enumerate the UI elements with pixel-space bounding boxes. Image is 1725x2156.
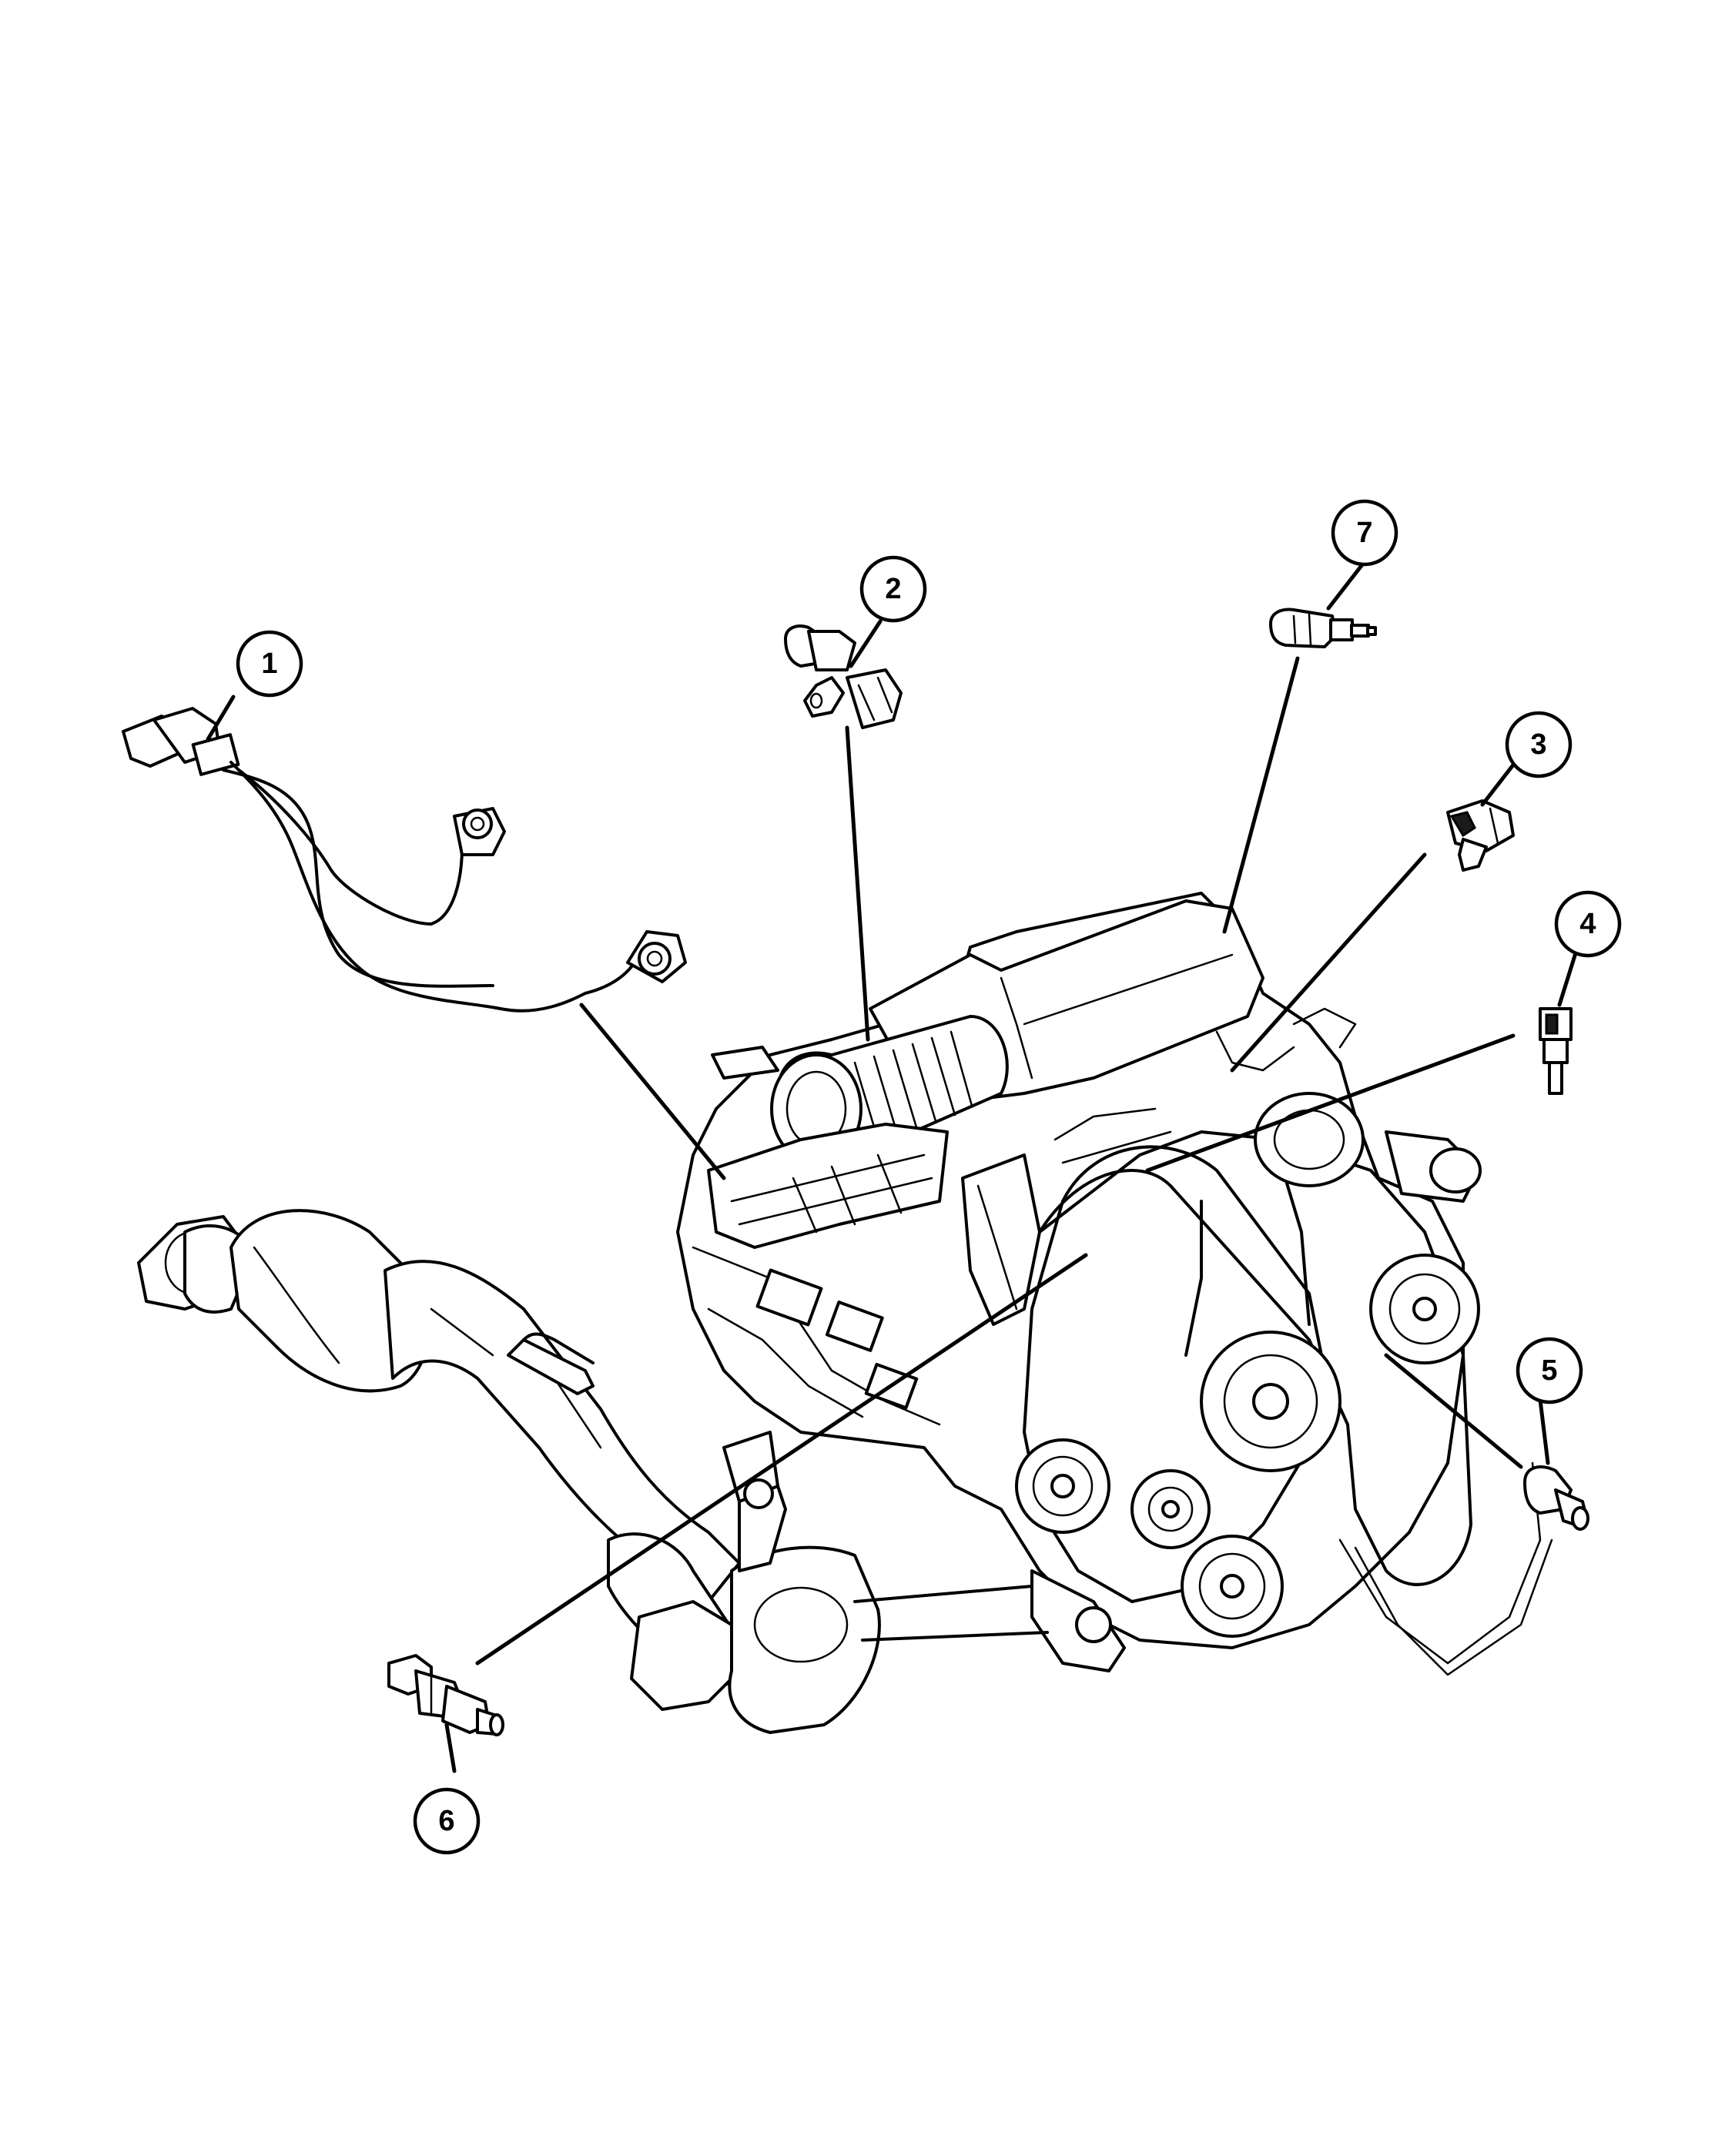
leader-3-engine bbox=[1230, 852, 1427, 1073]
callout-4-label: 4 bbox=[1579, 908, 1596, 940]
callout-4: 4 bbox=[1554, 890, 1622, 958]
callout-5-label: 5 bbox=[1541, 1354, 1557, 1387]
part-4-sensor bbox=[1539, 1007, 1573, 1095]
callout-1: 1 bbox=[236, 630, 303, 698]
part-6-sensor bbox=[387, 1654, 504, 1736]
leader-1 bbox=[206, 695, 236, 742]
callout-2: 2 bbox=[859, 555, 927, 623]
callout-6-label: 6 bbox=[438, 1805, 454, 1837]
pulley-right bbox=[1369, 1254, 1480, 1364]
pulley-bottom bbox=[1181, 1535, 1284, 1638]
part-1-knock-sensor-harness bbox=[122, 707, 687, 1013]
part-5-sensor bbox=[1523, 1465, 1589, 1531]
callout-1-label: 1 bbox=[261, 648, 277, 680]
callout-7: 7 bbox=[1331, 499, 1398, 567]
callout-6: 6 bbox=[413, 1787, 481, 1855]
leader-4-engine bbox=[1145, 1033, 1516, 1173]
leader-2-engine bbox=[845, 725, 870, 1042]
callout-7-label: 7 bbox=[1356, 517, 1372, 549]
callout-2-label: 2 bbox=[885, 573, 901, 605]
pulley-lower-mid bbox=[1130, 1469, 1211, 1549]
pulley-large bbox=[1200, 1331, 1341, 1472]
callout-3-label: 3 bbox=[1530, 728, 1546, 761]
leader-6-engine bbox=[475, 1253, 1088, 1666]
part-7-sensor bbox=[1269, 608, 1377, 648]
leader-7-engine bbox=[1222, 656, 1300, 934]
leader-lines bbox=[206, 561, 1581, 1773]
leader-1-engine bbox=[579, 1003, 726, 1180]
exhaust-system bbox=[137, 1209, 1049, 1734]
leader-6 bbox=[444, 1722, 457, 1773]
leader-5 bbox=[1538, 1398, 1550, 1465]
callout-3: 3 bbox=[1505, 711, 1573, 778]
leader-5-engine bbox=[1384, 1353, 1523, 1469]
pulley-lower-left bbox=[1015, 1438, 1110, 1534]
leader-2 bbox=[849, 619, 883, 668]
part-2-sensor bbox=[784, 624, 903, 729]
leader-7 bbox=[1326, 561, 1365, 611]
leader-3 bbox=[1480, 762, 1516, 807]
callout-5: 5 bbox=[1516, 1337, 1583, 1404]
part-3-sensor bbox=[1446, 799, 1515, 872]
engine-assembly bbox=[676, 892, 1553, 1676]
